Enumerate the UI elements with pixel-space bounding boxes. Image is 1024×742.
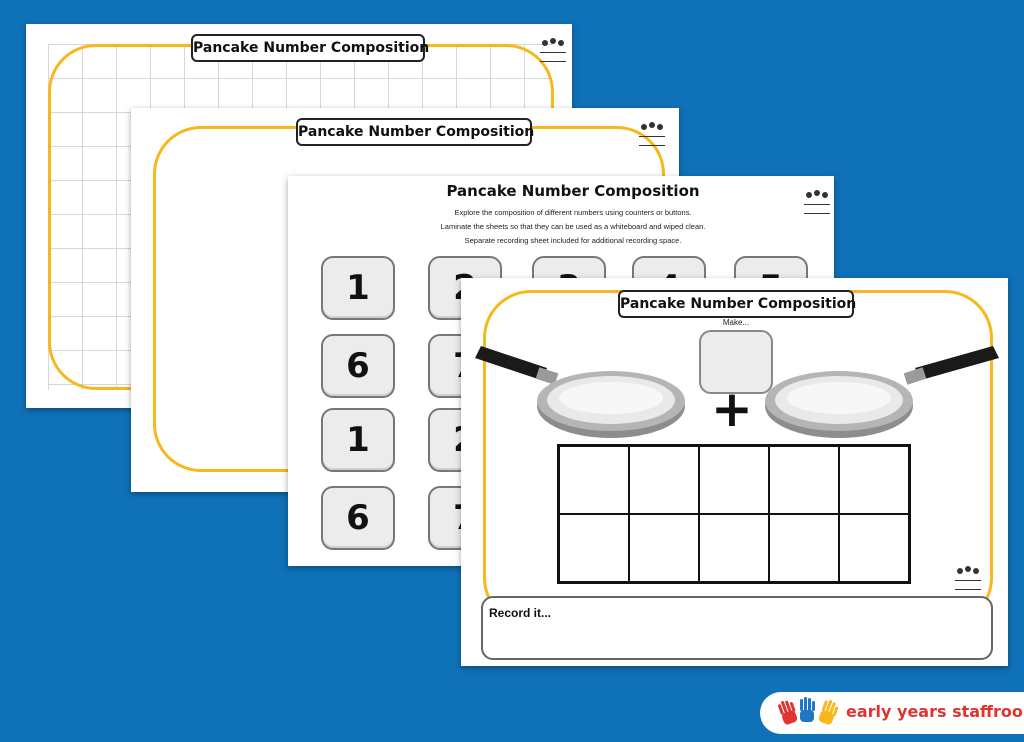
sheet-title: Pancake Number Composition xyxy=(296,118,534,146)
logo-icon xyxy=(955,566,981,590)
frying-pan-right xyxy=(765,346,999,438)
record-label: Record it... xyxy=(489,606,552,620)
instruction-line: Explore the composition of different num… xyxy=(454,208,692,217)
instruction-line: Laminate the sheets so that they can be … xyxy=(440,222,706,231)
ten-frame-cell xyxy=(839,514,909,582)
make-box xyxy=(699,330,773,394)
ten-frame-cell xyxy=(699,514,769,582)
frying-pan-left xyxy=(475,346,685,438)
number-card: 1 xyxy=(321,256,395,320)
ten-frame-cell xyxy=(559,514,629,582)
brand-badge: early years staffroom xyxy=(760,692,1024,734)
number-card: 6 xyxy=(321,486,395,550)
number-card: 1 xyxy=(321,408,395,472)
make-label: Make... xyxy=(722,318,750,327)
sheet-title: Pancake Number Composition xyxy=(191,34,429,62)
record-box: Record it... xyxy=(481,596,993,660)
sheet-title: Pancake Number Composition xyxy=(618,290,856,318)
pan-sheet: Pancake Number Composition Make... + xyxy=(461,278,1008,666)
ten-frame-cell xyxy=(559,446,629,514)
ten-frame-cell xyxy=(629,446,699,514)
ten-frame-cell xyxy=(699,446,769,514)
logo-icon xyxy=(540,38,566,62)
ten-frame-cell xyxy=(769,446,839,514)
ten-frame-cell xyxy=(769,514,839,582)
logo-icon xyxy=(639,122,665,146)
ten-frame xyxy=(557,444,911,584)
number-card: 6 xyxy=(321,334,395,398)
sheet-title: Pancake Number Composition xyxy=(446,182,700,200)
plus-symbol: + xyxy=(711,380,753,438)
instruction-line: Separate recording sheet included for ad… xyxy=(464,236,682,245)
hands-logo-icon xyxy=(777,697,839,725)
brand-name: early years staffroom xyxy=(846,702,1024,721)
logo-icon xyxy=(804,190,830,214)
ten-frame-cell xyxy=(629,514,699,582)
ten-frame-cell xyxy=(839,446,909,514)
